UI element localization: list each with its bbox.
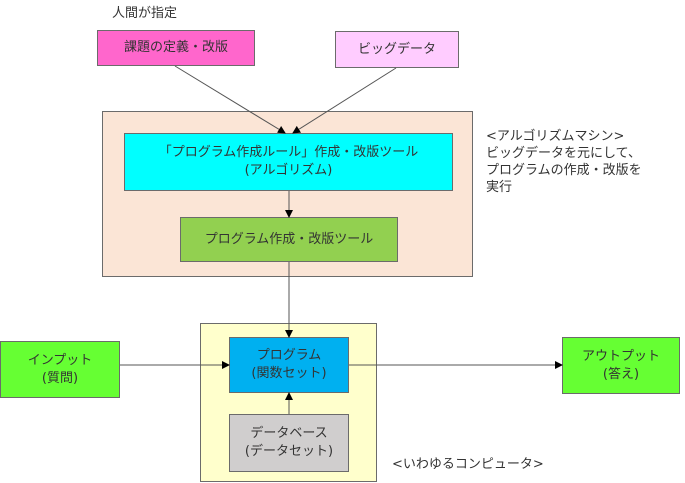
output-title: アウトプット [581, 348, 660, 364]
algorithm-machine-desc-line: 実行 [486, 180, 513, 195]
program-creation-tool-box[interactable]: プログラム作成・改版ツール [180, 217, 398, 262]
program-creation-tool-text: プログラム作成・改版ツール [204, 231, 374, 247]
output-subtitle: (答え) [602, 366, 640, 382]
program-box[interactable]: プログラム (関数セット) [229, 337, 349, 393]
rule-creation-tool-box[interactable]: 「プログラム作成ルール」作成・改版ツール (アルゴリズム) [124, 133, 453, 191]
human-specified-label: 人間が指定 [112, 6, 178, 21]
database-box[interactable]: データベース (データセット) [229, 414, 349, 472]
big-data-text: ビッグデータ [357, 41, 436, 57]
input-subtitle: (質問) [41, 370, 79, 386]
big-data-box[interactable]: ビッグデータ [335, 31, 459, 68]
problem-definition-text: 課題の定義・改版 [123, 40, 228, 55]
algorithm-machine-desc-line: プログラムの作成・改版を [486, 163, 642, 178]
output-box[interactable]: アウトプット (答え) [562, 337, 680, 394]
input-title: インプット [27, 352, 93, 368]
program-subtitle: (関数セット) [251, 366, 327, 381]
database-subtitle: (データセット) [244, 444, 334, 459]
algorithm-machine-title: <アルゴリズムマシン> [486, 129, 625, 144]
rule-creation-tool-title: 「プログラム作成ルール」作成・改版ツール [158, 145, 419, 160]
problem-definition-box[interactable]: 課題の定義・改版 [97, 30, 255, 66]
algorithm-machine-description: <アルゴリズムマシン> ビッグデータを元にして、 プログラムの作成・改版を 実行 [486, 128, 642, 196]
algorithm-machine-desc-line: ビッグデータを元にして、 [486, 146, 641, 161]
computer-caption: <いわゆるコンピュータ> [392, 457, 544, 472]
program-title: プログラム [256, 348, 322, 363]
rule-creation-tool-subtitle: (アルゴリズム) [244, 163, 333, 178]
input-box[interactable]: インプット (質問) [0, 341, 120, 398]
database-title: データベース [250, 426, 328, 441]
